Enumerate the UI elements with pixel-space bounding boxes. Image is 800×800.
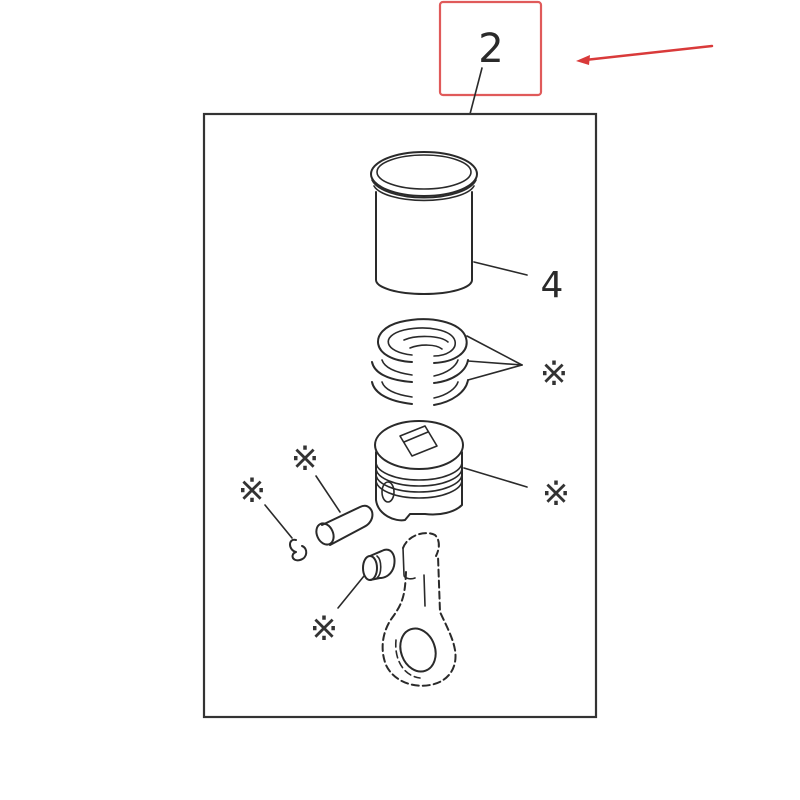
piston-leader <box>463 467 528 488</box>
assembly-frame <box>202 112 598 719</box>
pin-leader <box>315 475 341 513</box>
part-label-liner: 4 <box>541 265 564 306</box>
red-arrow-icon <box>576 44 714 65</box>
snap-ring-leader <box>264 504 293 539</box>
part-label-piston: ※ <box>542 474 571 514</box>
liner-leader <box>473 261 528 276</box>
piston-drawing <box>374 420 464 522</box>
snap-ring-drawing <box>289 538 308 562</box>
piston-rings-drawing <box>371 318 469 406</box>
callout-highlight-box <box>438 0 543 97</box>
part-label-bushing: ※ <box>310 609 339 649</box>
piston-pin-drawing <box>315 504 374 546</box>
bushing-leader <box>337 575 365 609</box>
part-label-snap-ring: ※ <box>238 471 267 511</box>
callout-label-2: 2 <box>478 26 503 72</box>
part-label-rings: ※ <box>540 354 569 394</box>
rings-leader <box>466 335 523 381</box>
callout-2-leader <box>469 67 483 115</box>
connecting-rod-drawing <box>381 532 457 687</box>
cylinder-liner-drawing <box>370 151 478 295</box>
bushing-drawing <box>362 548 396 581</box>
part-label-pin: ※ <box>291 439 320 479</box>
